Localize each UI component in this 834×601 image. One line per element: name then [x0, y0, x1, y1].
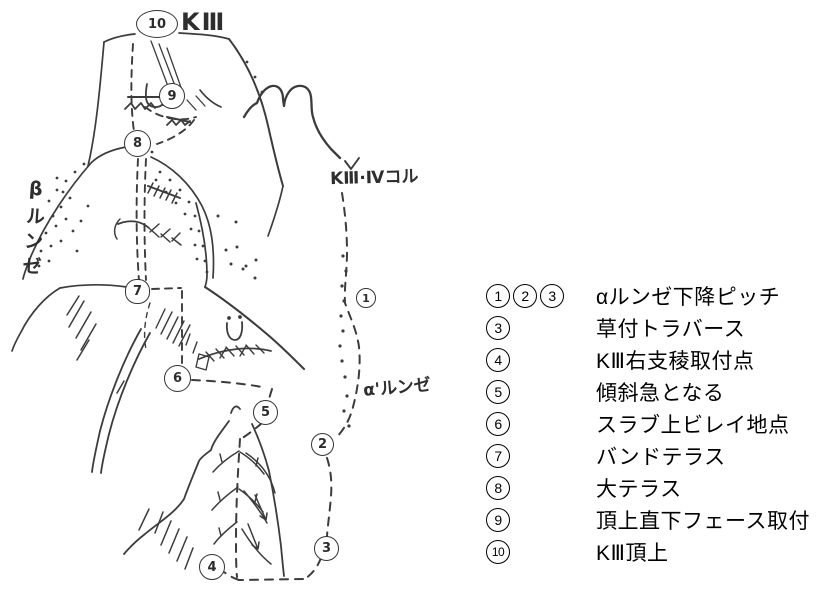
legend-circled-number: 10 — [486, 540, 510, 564]
route-sketch — [11, 32, 361, 581]
legend-numbers: 9 — [486, 508, 596, 532]
legend-label: バンドテラス — [596, 446, 726, 469]
marker-6: 6 — [164, 365, 191, 392]
gendarme-ridge — [242, 84, 360, 170]
legend-row: 10 KⅢ頂上 — [486, 536, 810, 568]
legend-numbers: 7 — [486, 444, 596, 468]
legend-circled-number: 3 — [540, 284, 564, 308]
legend-row: 7 バンドテラス — [486, 440, 810, 472]
dome-grass-bands — [113, 182, 182, 246]
texture-dots — [37, 60, 351, 428]
legend-row: 9 頂上直下フェース取付 — [486, 504, 810, 536]
summit-route-dashes — [130, 43, 197, 145]
summit-features — [124, 40, 206, 126]
pinnacle-features — [138, 450, 276, 570]
legend-row: 8 大テラス — [486, 472, 810, 504]
col-label: KⅢ·Ⅳコル — [329, 166, 419, 190]
legend: 1 2 3 αルンゼ下降ピッチ 3 草付トラバース 4 KⅢ右支稜取付点 5 傾… — [486, 280, 810, 568]
legend-label: 草付トラバース — [596, 318, 746, 341]
legend-label: KⅢ右支稜取付点 — [596, 350, 755, 373]
legend-circled-number: 6 — [486, 412, 510, 436]
legend-row: 4 KⅢ右支稜取付点 — [486, 344, 810, 376]
legend-row: 6 スラブ上ビレイ地点 — [486, 408, 810, 440]
legend-label: 大テラス — [596, 478, 682, 501]
legend-circled-number: 8 — [486, 476, 510, 500]
legend-label: 傾斜急となる — [596, 382, 725, 405]
marker-4: 4 — [199, 554, 225, 580]
legend-circled-number: 7 — [486, 444, 510, 468]
legend-circled-number: 3 — [486, 316, 510, 340]
legend-numbers: 6 — [486, 412, 596, 436]
marker-9: 9 — [159, 83, 185, 109]
marker-1: 1 — [356, 288, 376, 308]
dome-route-dashes — [135, 158, 183, 369]
summit-peak-outline — [87, 32, 284, 237]
legend-circled-number: 4 — [486, 348, 510, 372]
summit-label: KⅢ — [181, 8, 227, 36]
midface-features — [143, 302, 272, 371]
marker-5: 5 — [253, 400, 278, 425]
marker-3: 3 — [314, 536, 339, 561]
marker-7: 7 — [125, 279, 150, 304]
legend-numbers: 1 2 3 — [486, 284, 596, 308]
legend-circled-number: 9 — [486, 508, 510, 532]
legend-circled-number: 1 — [486, 284, 510, 308]
legend-label: 頂上直下フェース取付 — [596, 510, 810, 533]
legend-numbers: 8 — [486, 476, 596, 500]
legend-label: スラブ上ビレイ地点 — [596, 414, 790, 437]
legend-circled-number: 2 — [513, 284, 537, 308]
legend-numbers: 10 — [486, 540, 596, 564]
descent-route-dashes — [191, 192, 361, 581]
dome-outline — [11, 146, 306, 371]
legend-numbers: 5 — [486, 380, 596, 404]
legend-circled-number: 5 — [486, 380, 510, 404]
legend-label: αルンゼ下降ピッチ — [596, 286, 781, 309]
legend-row: 3 草付トラバース — [486, 312, 810, 344]
marker-10: 10 — [136, 10, 178, 38]
marker-8: 8 — [124, 130, 151, 157]
pinnacle-outline — [123, 405, 285, 577]
legend-label: KⅢ頂上 — [596, 542, 669, 565]
lowerleft-slope — [66, 295, 151, 474]
legend-numbers: 3 — [486, 316, 596, 340]
legend-numbers: 4 — [486, 348, 596, 372]
marker-2: 2 — [311, 433, 334, 456]
legend-row: 5 傾斜急となる — [486, 376, 810, 408]
legend-row: 1 2 3 αルンゼ下降ピッチ — [486, 280, 810, 312]
